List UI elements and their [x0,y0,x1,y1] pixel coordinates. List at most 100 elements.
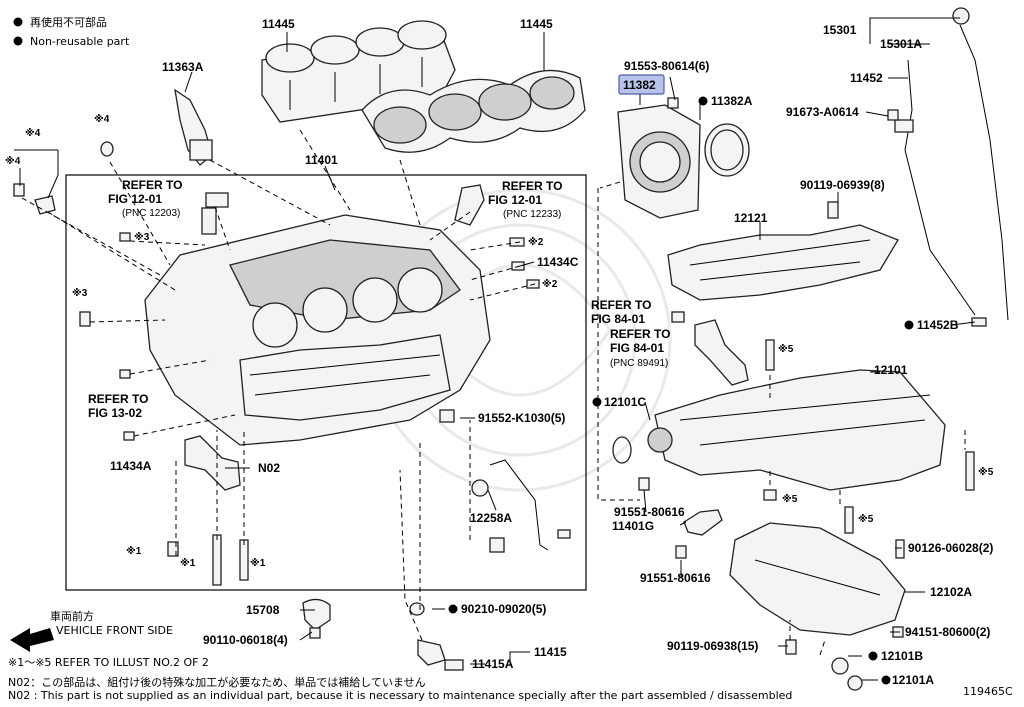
part-label-91551[interactable]: 91551-80616 [640,571,711,585]
legend: 再使用不可部品 Non-reusable part [13,15,130,48]
mark-1: ※1 [126,545,142,557]
dipstick-assembly [887,7,1009,327]
part-label-11434C[interactable]: 11434C [537,255,579,269]
ref-fig-84-01[interactable]: FIG 84-01 [610,341,664,355]
part-label-15708[interactable]: 15708 [246,603,280,617]
ref-fig-84-01[interactable]: FIG 84-01 [591,312,645,326]
nonreusable-bullet-icon [592,397,602,407]
sensor-11401G [683,509,723,536]
mark-4: ※4 [94,113,110,125]
leader-lines [14,17,976,681]
part-label-15301[interactable]: 15301 [823,23,857,37]
hose-11415 [417,639,464,671]
mark-3: ※3 [72,287,88,299]
mark-5: ※5 [778,343,794,355]
ref-fig-12-01[interactable]: REFER TO [502,179,562,193]
nonreusable-bullet-icon [448,604,458,614]
legend-bullet-icon [13,17,23,27]
vehicle-front-label: 車両前方 VEHICLE FRONT SIDE [50,609,173,637]
reference-labels[interactable]: REFER TO FIG 12-01 (PNC 12203) REFER TO … [88,178,670,420]
part-label-90119-06939[interactable]: 90119-06939(8) [800,178,885,192]
part-label-11445[interactable]: 11445 [262,17,295,31]
liner-gasket-set [361,69,586,153]
part-label-N02[interactable]: N02 [258,461,280,475]
oil-pipe-group [201,184,571,553]
part-label-11382A[interactable]: 11382A [711,94,753,108]
part-label-11401[interactable]: 11401 [305,153,338,167]
mark-1: ※1 [180,557,196,569]
ref-pnc: (PNC 12203) [122,208,180,219]
ref-fig-84-01[interactable]: REFER TO [591,298,651,312]
part-label-12258A[interactable]: 12258A [470,511,512,525]
part-label-12101C[interactable]: 12101C [604,395,646,409]
oil-seal-11382A [704,123,750,177]
mark-3: ※3 [134,231,150,243]
oil-baffle-12121 [667,224,899,301]
part-label-91553[interactable]: 91553-80614(6) [624,59,709,73]
part-label-11445[interactable]: 11445 [520,17,553,31]
part-label-90210[interactable]: 90210-09020(5) [461,602,546,616]
part-label-90119-06938[interactable]: 90119-06938(15) [667,639,758,653]
part-label-12101A[interactable]: 12101A [892,673,934,687]
mark-4: ※4 [25,127,41,139]
ref-fig-84-01[interactable]: REFER TO [610,327,670,341]
oil-pan-12102A [729,522,906,636]
part-label-11382[interactable]: 11382 [623,78,656,92]
footer-note-en: N02 : This part is not supplied as an in… [8,689,792,702]
part-label-90110[interactable]: 90110-06018(4) [203,633,288,647]
legend-bullet-icon [13,36,23,46]
nonreusable-bullet-icon [868,651,878,661]
part-label-94151[interactable]: 94151-80600(2) [905,625,990,639]
ref-pnc: (PNC 89491) [610,358,668,369]
engine-block [144,214,491,446]
legend-en: Non-reusable part [30,35,130,48]
part-label-12121[interactable]: 12121 [734,211,768,225]
mark-1: ※1 [250,557,266,569]
ref-fig-12-01[interactable]: FIG 12-01 [488,193,542,207]
oil-seal-retainer [617,97,701,219]
part-label-12102A[interactable]: 12102A [930,585,972,599]
part-label-12101[interactable]: 12101 [874,363,908,377]
nonreusable-bullet-icon [904,320,914,330]
footer-note-jp: N02：この部品は、組付け後の特殊な加工が必要なため、単品では補給していません [8,675,426,689]
part-label-12101B[interactable]: 12101B [881,649,923,663]
part-label-11452[interactable]: 11452 [850,71,883,85]
bearing-cap-N02 [184,435,241,491]
footer-note-marks: ※1～※5 REFER TO ILLUST NO.2 OF 2 [8,656,209,669]
part-label-15301A[interactable]: 15301A [880,37,922,51]
highlight-11382 [618,74,665,95]
ref-fig-12-01[interactable]: FIG 12-01 [108,192,162,206]
part-label-11434A[interactable]: 11434A [110,459,152,473]
oil-strainer [694,319,749,386]
part-labels[interactable]: 11445 11445 11363A 11401 91553-80614(6) … [110,17,993,687]
mark-4: ※4 [5,155,21,167]
oring-12101C [612,436,632,464]
ref-fig-12-01[interactable]: REFER TO [122,178,182,192]
sensor-15708 [302,598,425,639]
part-label-91673[interactable]: 91673-A0614 [786,105,859,119]
nonreusable-bullet-icon [698,96,708,106]
part-label-11452B[interactable]: 11452B [917,318,959,332]
part-label-11401G[interactable]: 11401G [612,519,654,533]
ref-pnc: (PNC 12233) [503,209,561,220]
part-label-91552[interactable]: 91552-K1030(5) [478,411,565,425]
ref-fig-13-02[interactable]: REFER TO [88,392,148,406]
bracket-11363A [174,88,213,166]
bullets [448,96,914,685]
vehicle-front-arrow-icon [10,628,54,652]
mark-2: ※2 [528,236,544,248]
figure-id: 119465C [963,685,1013,698]
ref-fig-13-02[interactable]: FIG 13-02 [88,406,142,420]
part-label-11363A[interactable]: 11363A [162,60,204,74]
part-label-90126[interactable]: 90126-06028(2) [908,541,993,555]
dashed-leaders [21,129,966,656]
part-label-11415A[interactable]: 11415A [472,657,514,671]
part-label-11415[interactable]: 11415 [534,645,567,659]
front-en: VEHICLE FRONT SIDE [56,624,173,637]
block-frame [65,174,587,591]
part-label-91551[interactable]: 91551-80616 [614,505,685,519]
mark-2: ※2 [542,278,558,290]
mark-5: ※5 [782,493,798,505]
note-marks: ※4 ※4 ※4 ※3 ※3 ※2 ※2 ※5 ※5 ※5 ※5 ※1 ※1 ※… [5,113,994,569]
